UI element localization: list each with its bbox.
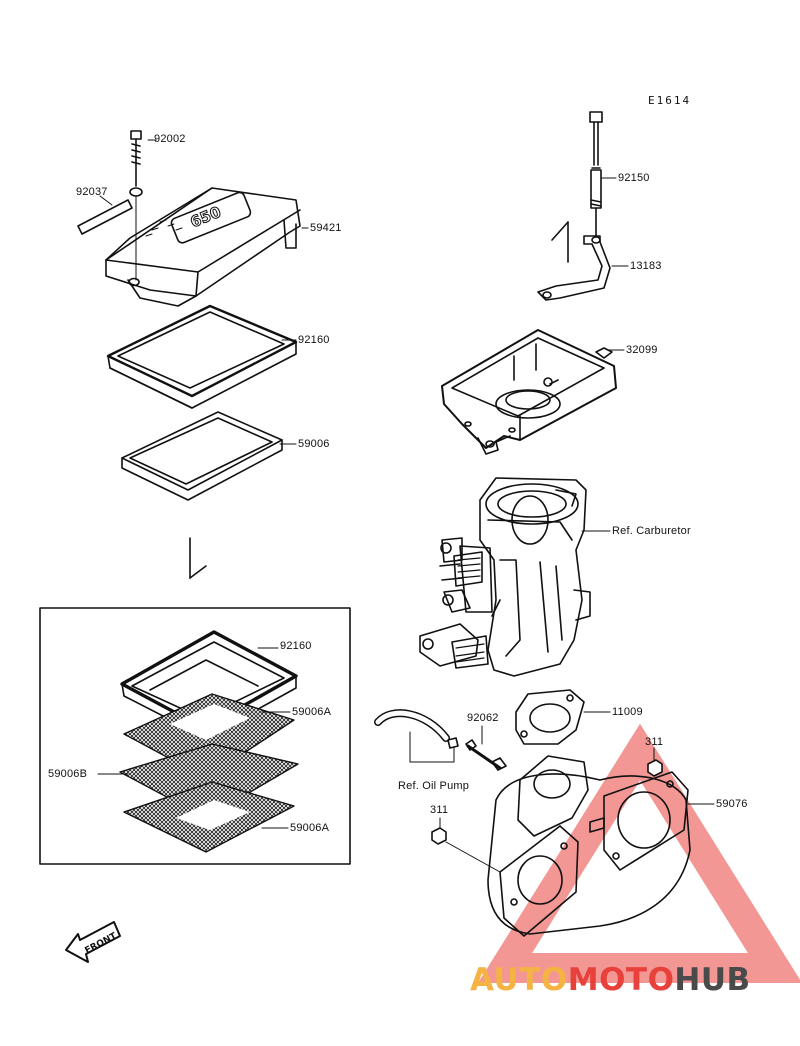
arrow-marker-right [551,221,569,263]
base-32099 [441,329,617,455]
label-59421: 59421 [310,222,342,234]
bolt-92002 [129,130,143,281]
label-92160-top: 92160 [298,334,330,346]
arrow-marker-left [189,537,207,579]
watermark-part-hub: HUB [674,962,751,998]
diagram-code: E1614 [648,94,692,107]
oil-pump-hose [374,709,459,763]
cover-59421 [105,187,301,307]
label-92150: 92150 [618,172,650,184]
intake-59076 [487,755,691,937]
carburetor [419,477,591,677]
label-32099: 32099 [626,344,658,356]
front-arrow-icon [65,921,121,963]
gasket-92160-top [106,304,298,409]
nut-311-left [431,817,501,873]
label-59006A-bottom: 59006A [290,822,330,834]
bracket-13183 [537,235,611,301]
label-92037: 92037 [76,186,108,198]
cover-lettering: 650 [188,203,224,231]
label-59006B: 59006B [48,768,88,780]
label-92062: 92062 [467,712,499,724]
filter-sheet-59006A-bottom [123,781,295,853]
filter-59006 [121,411,283,501]
label-ref-oil-pump: Ref. Oil Pump [398,780,470,792]
label-92160-box: 92160 [280,640,312,652]
bolt-92150 [589,111,603,237]
watermark-part-auto: AUTO [470,962,568,998]
label-13183: 13183 [630,260,662,272]
label-92002: 92002 [154,133,186,145]
nut-311-right [647,747,663,777]
gasket-11009 [515,689,585,745]
watermark-logo: AUTOMOTOHUB [470,962,751,998]
nipple-92062 [465,725,507,771]
label-59006: 59006 [298,438,330,450]
label-ref-carburetor: Ref. Carburetor [612,525,691,537]
label-59076: 59076 [716,798,748,810]
filter-kit-frame [39,607,351,865]
label-311-left: 311 [430,804,449,816]
watermark-part-moto: MOTO [567,962,675,998]
watermark-triangle [477,723,800,983]
label-311-right: 311 [645,736,664,748]
label-11009: 11009 [612,706,643,718]
label-59006A-top: 59006A [292,706,332,718]
strap-92037 [77,199,133,235]
